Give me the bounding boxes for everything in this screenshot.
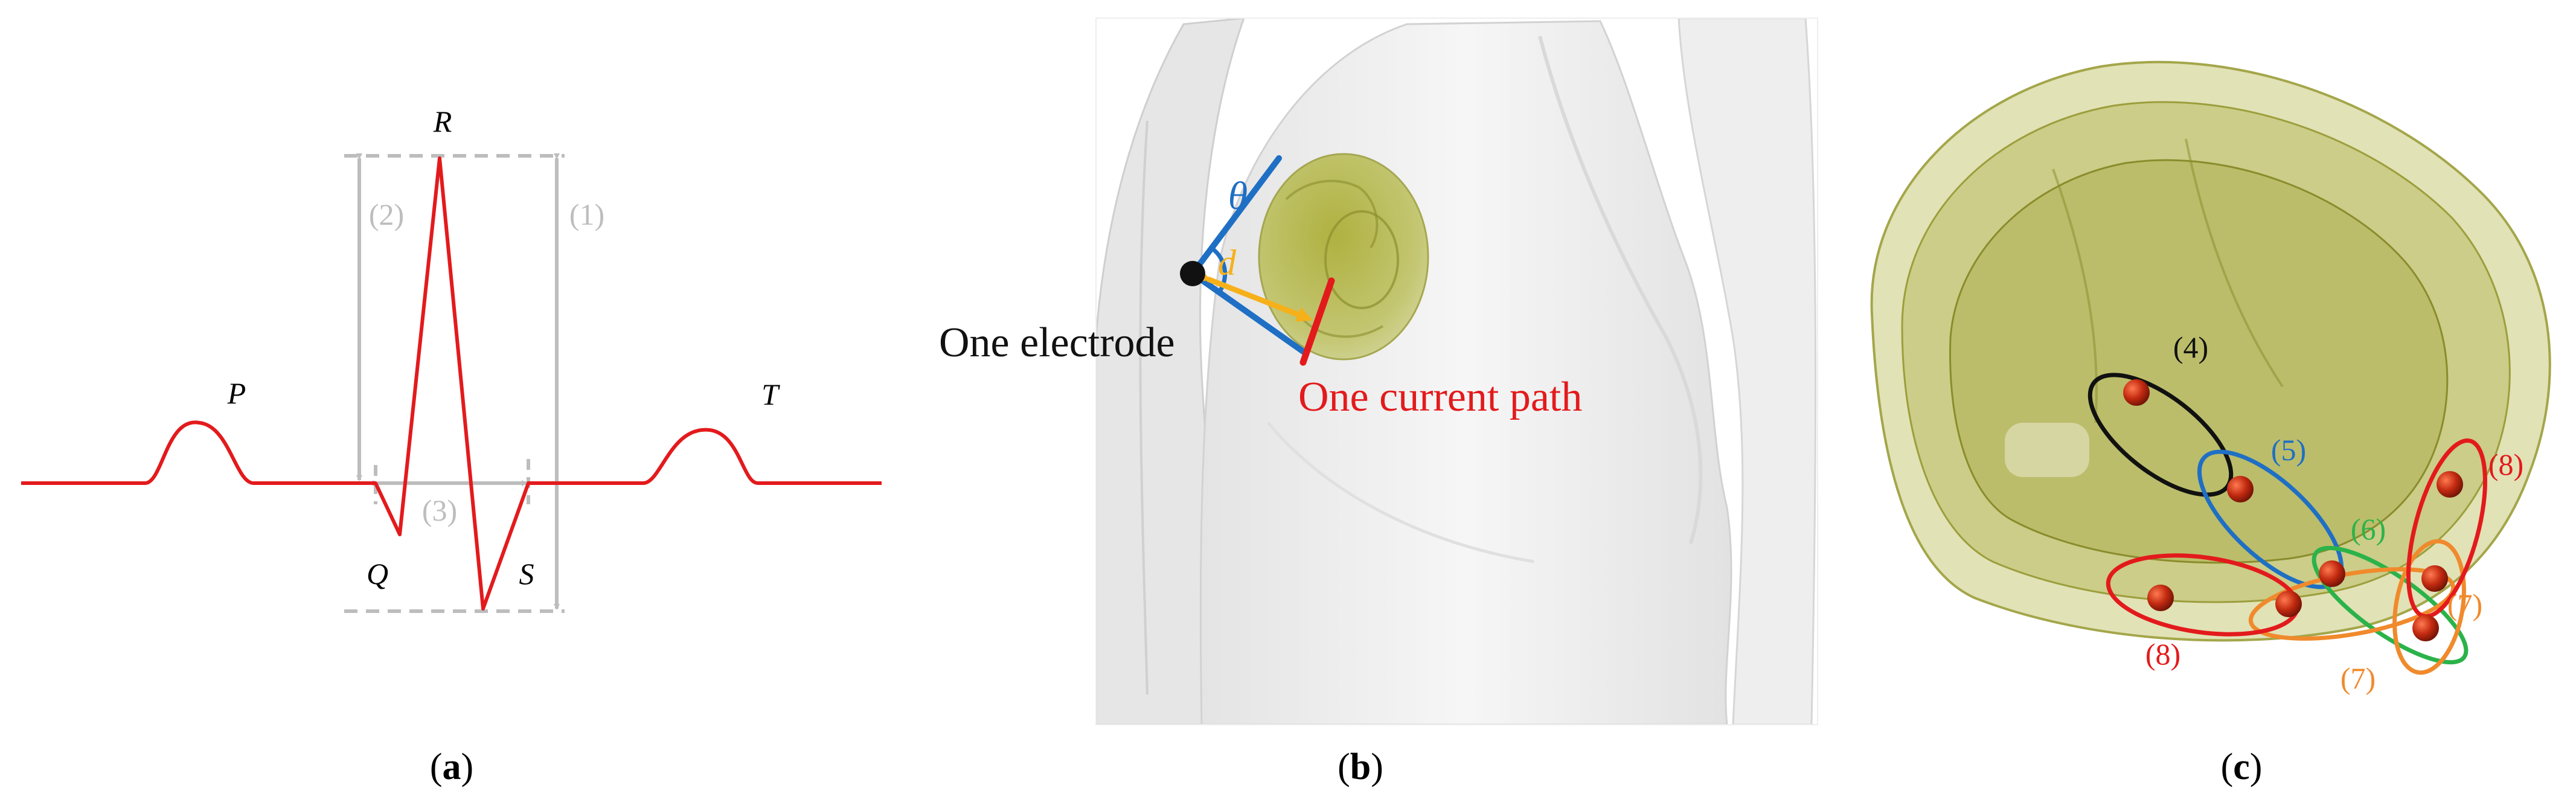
electrode-ball (2147, 585, 2174, 611)
electrode-label: One electrode (939, 319, 1175, 366)
heart-chamber-3 (1297, 313, 1384, 338)
heart-inner-structure-1 (2052, 168, 2098, 423)
caption-b: (b) (1338, 746, 1383, 788)
distance-label: d (1218, 243, 1237, 283)
panel-b-frame (1095, 18, 1818, 725)
measure-label-3: (3) (422, 493, 457, 527)
group-ellipse-7-horizontal (2248, 567, 2456, 641)
heart-chamber-2 (1285, 179, 1379, 249)
distance-arrow (1193, 267, 1313, 322)
wave-label-q: Q (367, 557, 388, 591)
group-label-5: (5) (2271, 433, 2306, 467)
heart-chamber-1 (1324, 210, 1399, 309)
wave-label-t: T (761, 377, 780, 411)
torso-contour-1 (1538, 36, 1703, 544)
heart-model (1258, 153, 1429, 361)
torso-contour-2 (1267, 422, 1534, 563)
heart-layer-outer (1870, 60, 2551, 642)
theta-label: θ (1228, 174, 1248, 218)
wave-label-r: R (433, 104, 452, 138)
group-label-4: (4) (2173, 330, 2208, 364)
heart-inner-structure-3 (2005, 423, 2089, 477)
group-label-6: (6) (2351, 512, 2386, 546)
caption-a: (a) (430, 746, 473, 788)
current-path-label: One current path (1298, 374, 1582, 420)
electrode-ball (2319, 560, 2345, 587)
caption-c: (c) (2221, 746, 2263, 788)
heart-shell (1258, 153, 1429, 361)
panel-c: (4) (5) (6) (7) (7) (8) (8) (c) (1870, 60, 2551, 788)
group-ellipse-4 (2087, 373, 2234, 497)
electrode-ball (2437, 471, 2463, 498)
heart-layer-middle (1901, 101, 2511, 603)
ecg-guides (344, 153, 565, 613)
group-label-8-right: (8) (2488, 448, 2523, 481)
electrode-ball (2412, 615, 2439, 641)
electrode-ball (2275, 591, 2302, 617)
panel-a: R P T Q S (2) (1) (3) (a) (21, 104, 882, 788)
ecg-trace (21, 156, 882, 611)
group-label-7-bottom: (7) (2341, 661, 2376, 695)
torso-contour-3 (1139, 120, 1149, 695)
wave-label-p: P (227, 376, 246, 410)
current-path-line (1299, 277, 1335, 366)
wave-label-s: S (519, 557, 534, 591)
electrode-ball (2123, 379, 2150, 406)
panel-b: θ d One electrode One current path (b) (939, 18, 1818, 788)
electrode-dot (1180, 261, 1205, 286)
measure-label-2: (2) (369, 197, 404, 231)
group-ellipse-7-vertical (2392, 539, 2466, 675)
group-label-8-bottom: (8) (2145, 637, 2180, 671)
electrode-ray-upper (1190, 155, 1282, 277)
measure-label-1: (1) (569, 197, 604, 231)
electrode-ball (2227, 476, 2254, 502)
electrode-ball (2421, 565, 2448, 592)
group-label-7-right: (7) (2447, 588, 2482, 621)
heart-inner-structure-2 (2185, 138, 2284, 388)
torso-right-side (1677, 18, 1817, 725)
